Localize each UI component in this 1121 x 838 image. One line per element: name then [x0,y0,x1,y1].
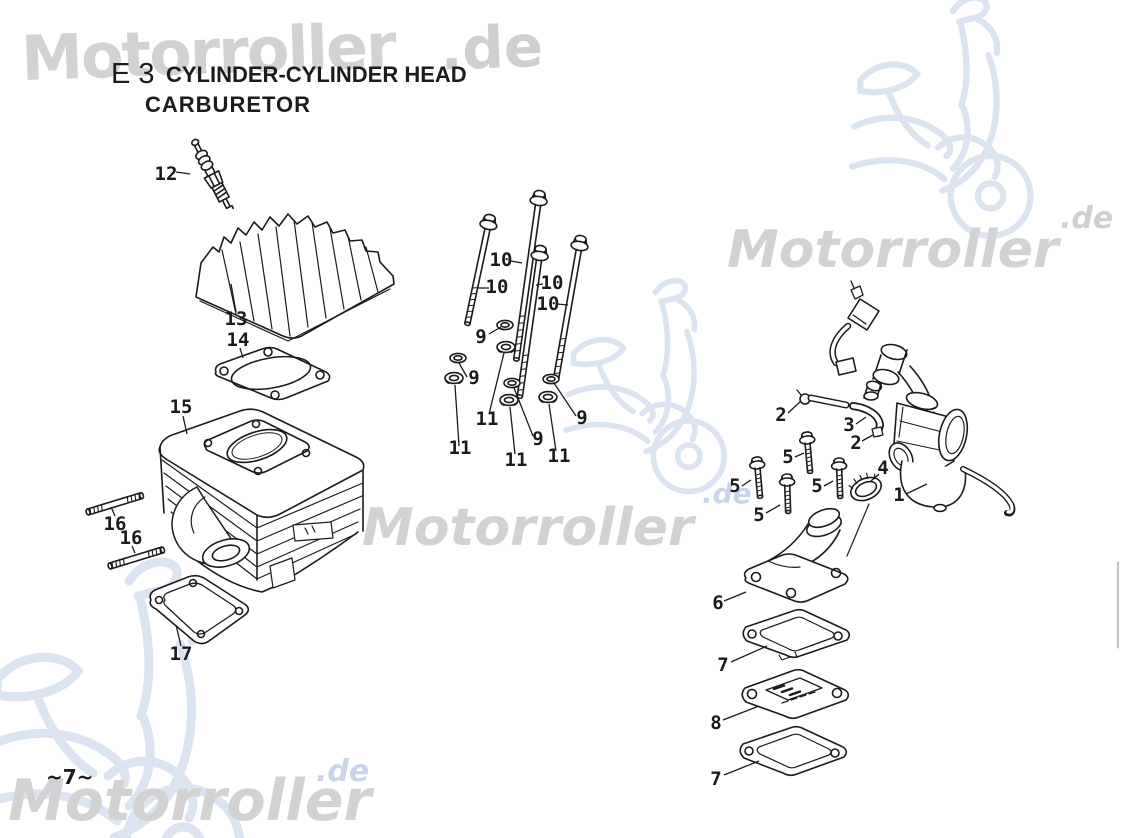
callout-10-d: 10 [537,293,560,315]
flange-bolt-drawing-4 [830,457,848,500]
washer-drawing-3 [503,377,521,389]
cylinder-head-drawing [195,213,395,342]
watermark-brand-bottom: Motorroller [8,768,375,834]
callout-7-a: 7 [717,654,728,676]
head-bolt-drawing-3 [516,244,549,400]
watermark-texts: Motorroller .de Motorroller .de Motorrol… [8,9,1113,834]
carburetor-drawing [829,280,1016,517]
hose-drawing [796,389,884,438]
flange-bolt-drawing-3 [778,473,796,515]
stud-drawing-lower [107,546,166,570]
callout-10-b: 10 [486,276,509,298]
page-number: ~7~ [46,765,93,789]
callout-2-a: 2 [775,404,786,426]
callout-9-c: 9 [532,428,543,450]
flange-bolt-drawing-2 [798,431,816,475]
page-title-line1: CYLINDER-CYLINDER HEAD [166,62,467,87]
scooter-logo-top-right [852,0,1031,236]
reed-valve-drawing [741,668,850,720]
clamp-drawing [848,472,883,502]
title-block: E 3 CYLINDER-CYLINDER HEAD CARBURETOR ~7… [46,58,467,789]
cylinder-drawing [158,408,365,593]
watermark-brand-top-right: Motorroller [727,220,1062,280]
callout-2-b: 2 [850,432,861,454]
section-code: E 3 [111,58,155,90]
callout-5-d: 5 [811,475,822,497]
callout-11-d: 11 [548,445,571,467]
callout-15: 15 [170,396,193,418]
callout-3: 3 [843,414,854,436]
head-bolt-drawing-4 [552,234,589,383]
callout-16-b: 16 [120,527,143,549]
callout-5-c: 5 [753,504,764,526]
washer-drawing-2 [449,352,467,364]
callout-5-b: 5 [782,446,793,468]
watermark-tld-top-left: .de [439,12,544,84]
head-gasket-drawing [214,346,331,401]
watermark-tld-top-right: .de [1060,201,1113,236]
callout-9-d: 9 [576,407,587,429]
intake-manifold-drawing [743,507,849,603]
callout-7-b: 7 [710,768,721,790]
callout-14: 14 [227,329,250,351]
nut-drawing-4 [538,390,558,404]
callout-1: 1 [893,484,904,506]
parts-artwork [85,138,1119,777]
base-gasket-drawing [149,574,250,645]
callout-10-c: 10 [541,272,564,294]
spark-plug-drawing [191,138,235,210]
callout-6: 6 [712,592,723,614]
head-bolt-drawing-1 [464,213,498,327]
callout-17: 17 [170,643,193,665]
callout-12: 12 [155,163,178,185]
callout-numbers: 12 13 14 15 16 16 17 10 10 10 10 9 9 9 9… [104,163,905,790]
manifold-gasket-drawing-lower [739,725,848,777]
callout-5-a: 5 [729,475,740,497]
washer-drawing-4 [542,373,560,385]
callout-13: 13 [225,308,248,330]
watermark-brand-middle: Motorroller [362,498,697,558]
nut-drawing-3 [499,393,519,407]
callout-9-a: 9 [475,326,486,348]
flange-bolt-drawing-1 [748,456,766,500]
nut-drawing-1 [496,340,516,354]
callout-leader-lines [110,171,928,776]
callout-8: 8 [710,712,721,734]
head-bolt-drawing-2 [512,189,548,362]
manifold-gasket-drawing-upper [742,608,851,661]
page-title-line2: CARBURETOR [145,92,311,117]
callout-11-a: 11 [476,408,499,430]
nut-drawing-2 [444,371,464,385]
callout-16-a: 16 [104,513,127,535]
callout-4: 4 [877,457,888,479]
watermark-tld-bottom: .de [316,754,369,789]
callout-11-c: 11 [505,449,528,471]
scooter-logo-middle [566,281,724,492]
watermark-tld-middle: .de [702,477,752,510]
callout-9-b: 9 [468,367,479,389]
stud-drawing-upper [85,491,145,516]
callout-11-b: 11 [449,437,472,459]
watermark-brand-top-left: Motorroller [20,9,398,95]
callout-10-a: 10 [490,249,513,271]
